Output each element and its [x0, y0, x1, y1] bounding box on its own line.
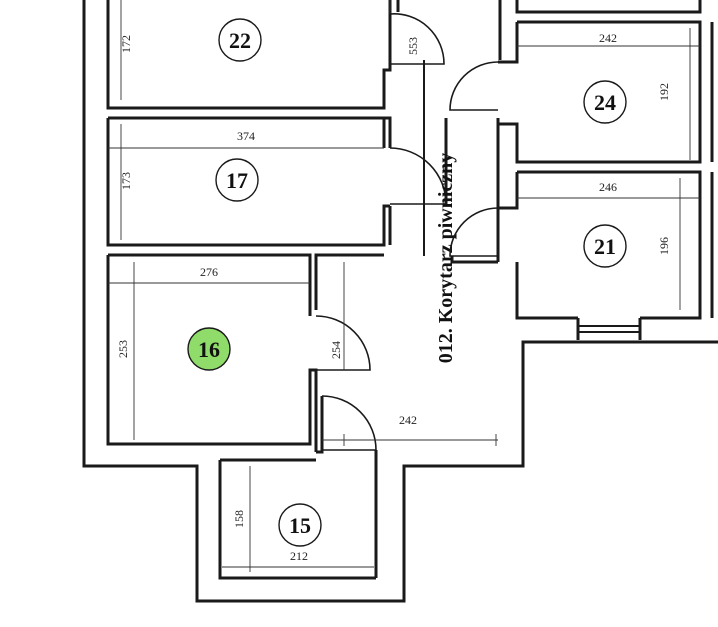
room-16-highlight-circle [187, 327, 231, 371]
room-17-number: 17 [226, 168, 248, 193]
room-15-dim-width: 212 [290, 549, 308, 563]
room-15-dim-height: 158 [232, 510, 246, 528]
room-24-dim-height: 192 [657, 83, 671, 101]
room-17: 17 374 173 [106, 116, 447, 247]
room-21-number: 21 [594, 234, 616, 259]
room-17-dim-width: 374 [237, 129, 255, 143]
corridor-dim-width: 242 [399, 413, 417, 427]
room-22-number: 22 [229, 28, 251, 53]
room-16-dim-door: 254 [329, 341, 343, 359]
room-21: 21 246 196 [449, 170, 714, 340]
room-16-dim-width: 276 [200, 265, 218, 279]
room-16: 16 276 253 254 [106, 253, 384, 452]
room-22-dim-corridor: 553 [406, 37, 420, 55]
room-16-number: 16 [198, 337, 220, 362]
room-21-dim-height: 196 [657, 237, 671, 255]
corridor-label: 012. Korytarz piwniczny [435, 153, 457, 364]
room-24: 24 242 192 [449, 20, 714, 164]
room-15-number: 15 [289, 513, 311, 538]
room-22-dim-height: 172 [119, 35, 133, 53]
room-17-dim-height: 173 [119, 172, 133, 190]
room-16-dim-height: 253 [116, 340, 130, 358]
room-22: 22 172 553 [106, 0, 445, 110]
outer-walls [82, 0, 718, 603]
room-21-dim-width: 246 [599, 180, 617, 194]
corridor-walls: 242 012. Korytarz piwniczny [316, 118, 500, 578]
room-24-number: 24 [594, 90, 616, 115]
room-24-dim-width: 242 [599, 31, 617, 45]
room-15: 15 158 212 [218, 458, 376, 580]
